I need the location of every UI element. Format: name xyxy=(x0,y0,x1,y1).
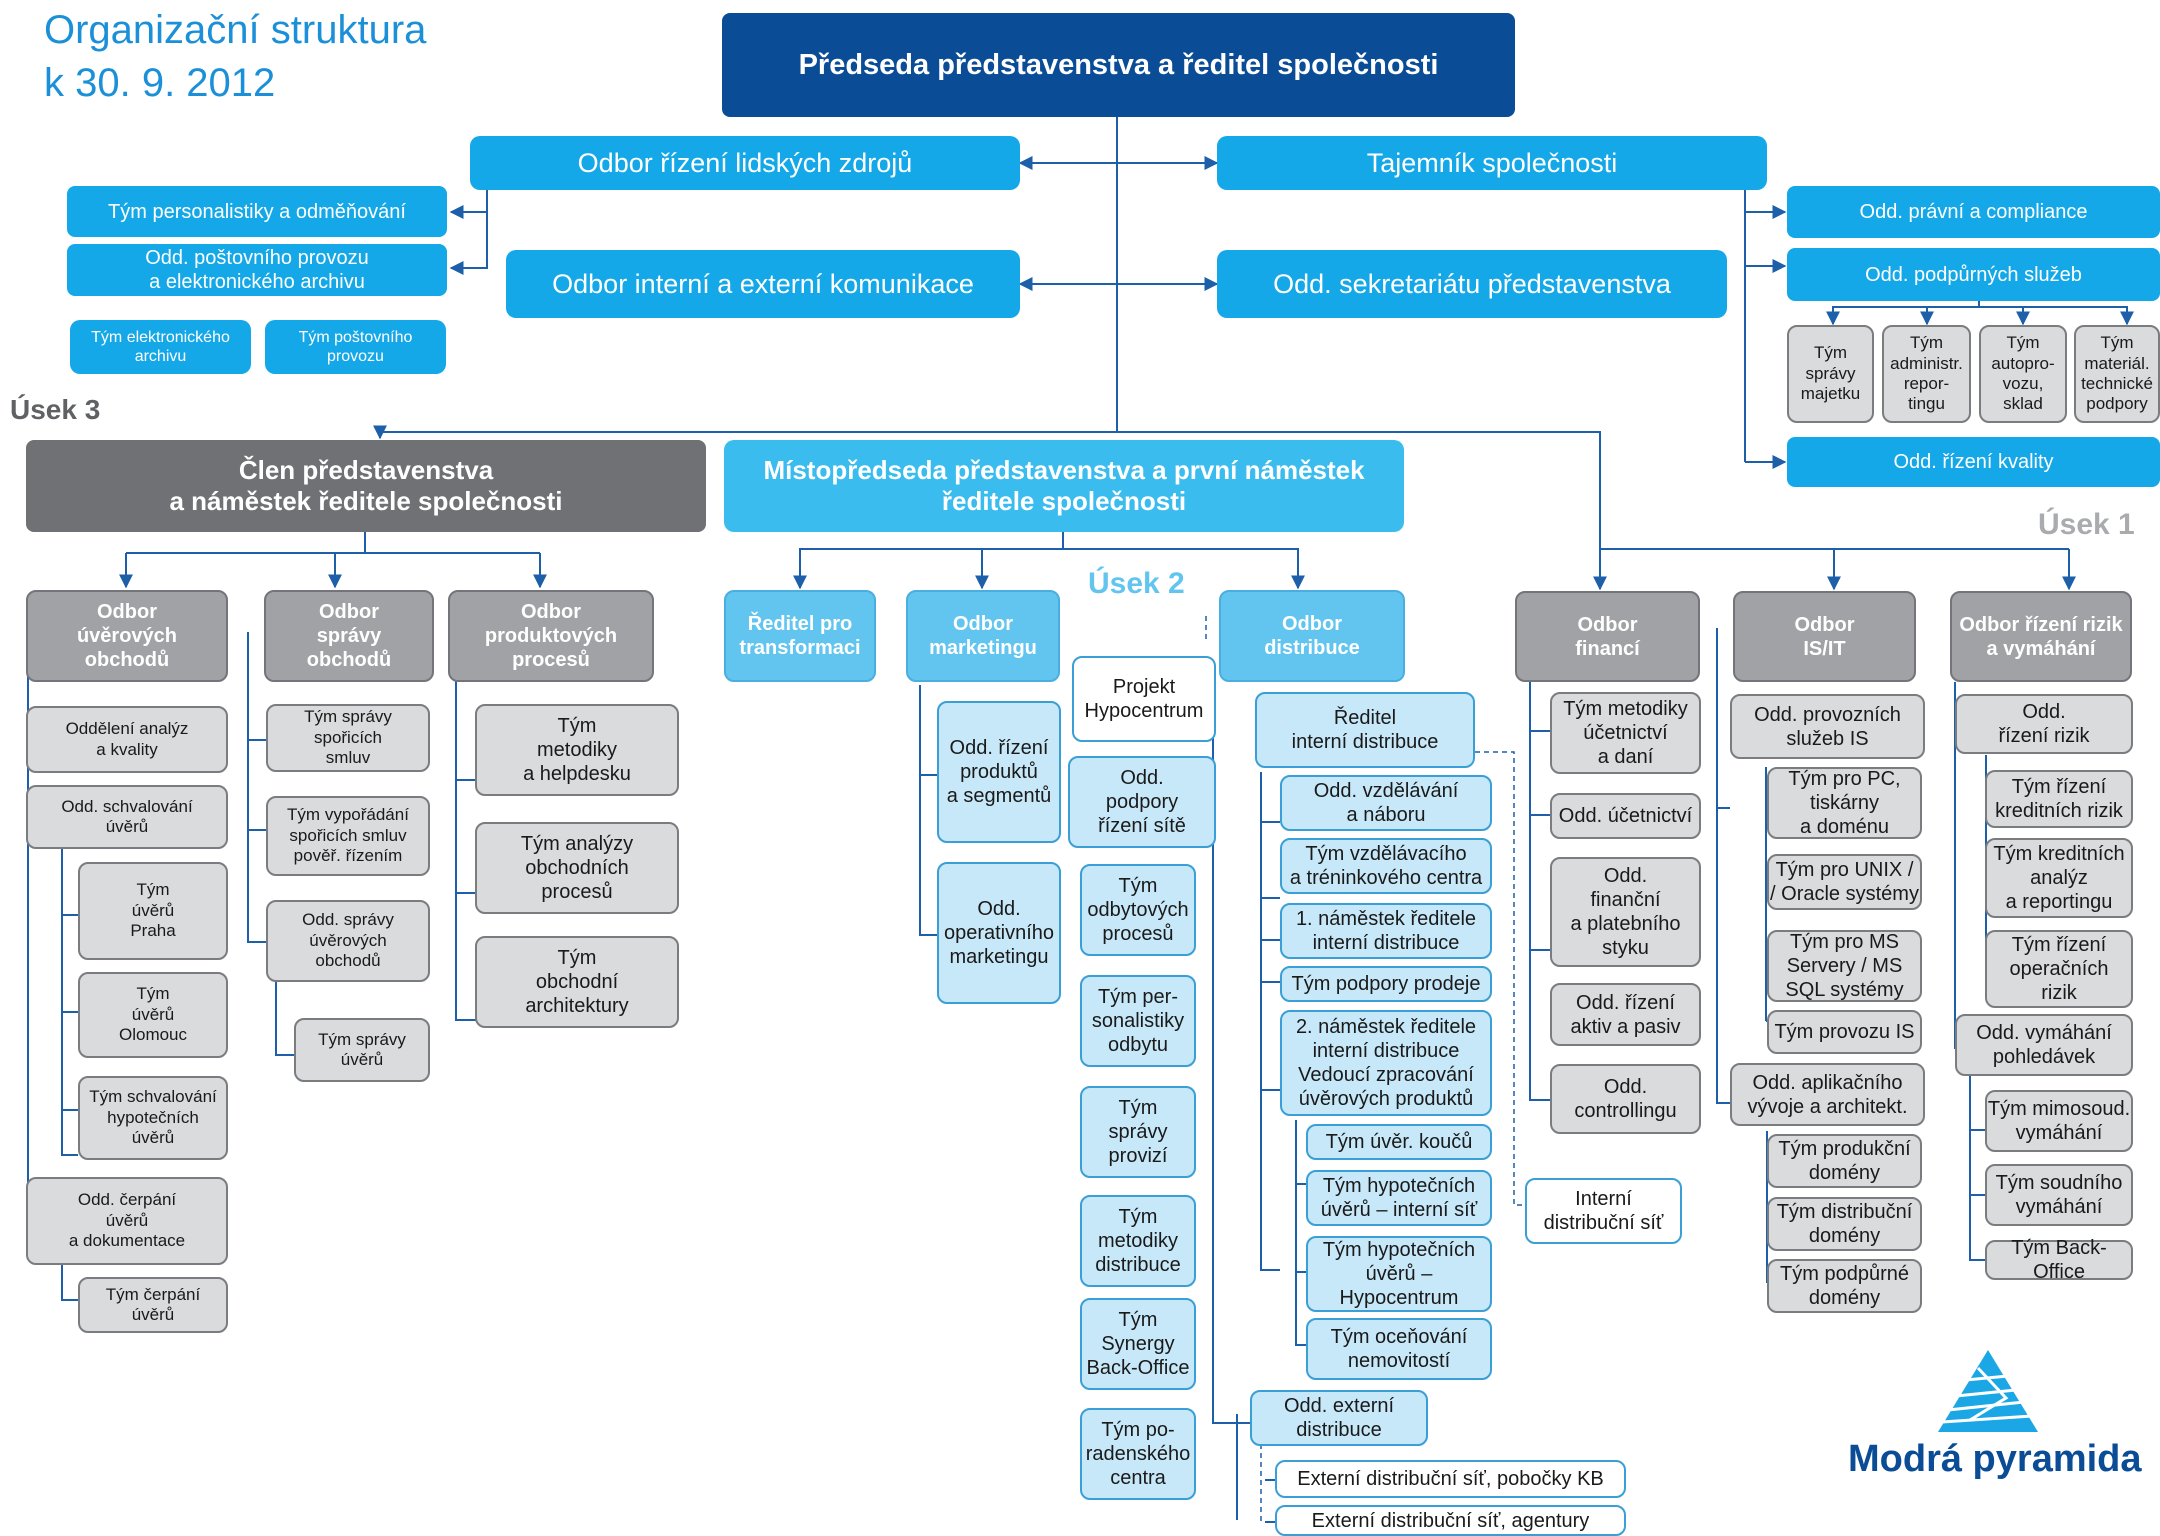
node-transformation: Ředitel pro transformaci xyxy=(724,590,876,682)
node-internal-distribution-director: Ředitel interní distribuce xyxy=(1255,692,1475,768)
node-products-dept: Odbor produktových procesů xyxy=(448,590,654,682)
node-team-savings-admin: Tým správy spořicích smluv xyxy=(266,704,430,772)
node-vice-chairman: Místopředseda představenstva a první nám… xyxy=(724,440,1404,532)
node-operative-marketing: Odd. operativního marketingu xyxy=(937,862,1061,1004)
node-controlling: Odd. controllingu xyxy=(1550,1064,1701,1134)
node-product-segment-mgmt: Odd. řízení produktů a segmentů xyxy=(937,701,1061,843)
node-board-member: Člen představenstva a náměstek ředitele … xyxy=(26,440,706,532)
brand-logo: Modrá pyramida xyxy=(1838,1346,2142,1486)
node-internal-network: Interní distribuční síť xyxy=(1525,1178,1682,1244)
node-risk: Odbor řízení rizik a vymáhání xyxy=(1950,591,2132,682)
node-team-support-domain: Tým podpůrné domény xyxy=(1767,1259,1922,1313)
node-hr: Odbor řízení lidských zdrojů xyxy=(470,136,1020,190)
section-label-usek2: Úsek 2 xyxy=(1088,567,1185,600)
node-finance: Odbor financí xyxy=(1515,591,1700,682)
node-hr-personnel: Tým personalistiky a odměňování xyxy=(67,186,447,237)
node-team-process-analysis: Tým analýzy obchodních procesů xyxy=(475,822,679,914)
node-team-unix: Tým pro UNIX / / Oracle systémy xyxy=(1767,854,1922,910)
node-team-synergy: Tým Synergy Back-Office xyxy=(1080,1298,1196,1390)
node-post: Odd. poštovního provozu a elektronického… xyxy=(67,244,447,296)
node-hypocentrum-project: Projekt Hypocentrum xyxy=(1072,656,1216,742)
page-title: Organizační struktura k 30. 9. 2012 xyxy=(44,8,427,106)
node-network-support: Odd. podpory řízení sítě xyxy=(1068,756,1216,848)
pyramid-icon xyxy=(1938,1350,2038,1432)
node-credit-drawing: Odd. čerpání úvěrů a dokumentace xyxy=(26,1177,228,1265)
node-external-kb: Externí distribuční síť, pobočky KB xyxy=(1275,1460,1626,1498)
node-alm: Odd. řízení aktiv a pasiv xyxy=(1550,983,1701,1046)
node-ceo: Předseda představenstva a ředitel společ… xyxy=(722,13,1515,117)
node-support-team-3: Tým autopro- vozu, sklad xyxy=(1979,325,2067,423)
node-distribution: Odbor distribuce xyxy=(1219,590,1405,682)
node-team-is-ops: Tým provozu IS xyxy=(1767,1010,1922,1054)
node-board-sec: Odd. sekretariátu představenstva xyxy=(1217,250,1727,318)
node-earchive: Tým elektronického archivu xyxy=(70,320,251,374)
node-team-savings-settlement: Tým vypořádání spořicích smluv pověř. ří… xyxy=(266,796,430,876)
node-team-credit-risk: Tým řízení kreditních rizik xyxy=(1985,770,2133,828)
node-team-back-office: Tým Back-Office xyxy=(1985,1237,2133,1283)
node-support-team-2: Tým administr. repor- tingu xyxy=(1882,325,1971,423)
node-team-mortgage-approval: Tým schvalování hypotečních úvěrů xyxy=(78,1076,228,1160)
node-team-distribution-domain: Tým distribuční domény xyxy=(1767,1197,1922,1251)
node-credit-analysis: Oddělení analýz a kvality xyxy=(26,706,228,773)
node-postprov: Tým poštovního provozu xyxy=(265,320,446,374)
node-savings-dept: Odbor správy obchodů xyxy=(264,590,434,682)
node-second-deputy: 2. náměstek ředitele interní distribuce … xyxy=(1280,1010,1492,1116)
node-external-distribution: Odd. externí distribuce xyxy=(1250,1390,1428,1446)
node-quality: Odd. řízení kvality xyxy=(1787,437,2160,487)
node-team-loan-admin: Tým správy úvěrů xyxy=(294,1018,430,1082)
node-loan-admin: Odd. správy úvěrových obchodů xyxy=(266,900,430,982)
node-team-production-domain: Tým produkční domény xyxy=(1767,1134,1922,1188)
node-team-business-architecture: Tým obchodní architektury xyxy=(475,936,679,1028)
node-support-team-4: Tým materiál. technické podpory xyxy=(2074,325,2160,423)
node-credit-dept: Odbor úvěrových obchodů xyxy=(26,590,228,682)
node-team-sales-hr: Tým per- sonalistiky odbytu xyxy=(1080,975,1196,1067)
node-app-development: Odd. aplikačního vývoje a architekt. xyxy=(1730,1063,1925,1126)
node-external-agencies: Externí distribuční síť, agentury xyxy=(1275,1505,1626,1536)
section-label-usek3: Úsek 3 xyxy=(10,394,101,425)
node-team-ms: Tým pro MS Servery / MS SQL systémy xyxy=(1767,930,1922,1002)
node-support: Odd. podpůrných služeb xyxy=(1787,248,2160,301)
node-team-pc: Tým pro PC, tiskárny a doménu xyxy=(1767,767,1922,839)
node-team-drawing: Tým čerpání úvěrů xyxy=(78,1277,228,1333)
node-team-accounting-methodology: Tým metodiky účetnictví a daní xyxy=(1550,692,1701,774)
node-first-deputy: 1. náměstek ředitele interní distribuce xyxy=(1280,903,1492,959)
node-training-recruitment: Odd. vzdělávání a náboru xyxy=(1280,775,1492,831)
node-support-team-1: Tým správy majetku xyxy=(1787,325,1874,423)
node-it-operations: Odd. provozních služeb IS xyxy=(1730,694,1925,759)
node-legal: Odd. právní a compliance xyxy=(1787,186,2160,238)
node-team-loan-coaches: Tým úvěr. koučů xyxy=(1306,1124,1492,1160)
node-team-mortgage-internal: Tým hypotečních úvěrů – interní síť xyxy=(1306,1170,1492,1226)
node-it: Odbor IS/IT xyxy=(1733,591,1916,682)
node-team-mortgage-hypocentrum: Tým hypotečních úvěrů – Hypocentrum xyxy=(1306,1236,1492,1312)
brand-name: Modrá pyramida xyxy=(1848,1438,2142,1480)
node-team-methodology: Tým metodiky a helpdesku xyxy=(475,704,679,796)
node-team-operational-risk: Tým řízení operačních rizik xyxy=(1985,930,2133,1008)
node-payments: Odd. finanční a platebního styku xyxy=(1550,857,1701,967)
node-risk-management: Odd. řízení rizik xyxy=(1955,694,2133,754)
node-team-credit-analysis: Tým kreditních analýz a reportingu xyxy=(1985,838,2133,918)
node-team-commissions: Tým správy provizí xyxy=(1080,1086,1196,1178)
section-label-usek1: Úsek 1 xyxy=(2038,508,2135,541)
node-team-olomouc: Tým úvěrů Olomouc xyxy=(78,972,228,1058)
node-marketing: Odbor marketingu xyxy=(906,590,1060,682)
node-team-sales-support: Tým podpory prodeje xyxy=(1280,966,1492,1002)
node-team-sales-processes: Tým odbytových procesů xyxy=(1080,864,1196,956)
node-team-out-of-court: Tým mimosoud. vymáhání xyxy=(1985,1090,2133,1152)
node-team-advisory-centre: Tým po- radenského centra xyxy=(1080,1408,1196,1500)
node-collections: Odd. vymáhání pohledávek xyxy=(1955,1014,2133,1076)
node-team-training-centre: Tým vzdělávacího a tréninkového centra xyxy=(1280,838,1492,894)
node-credit-approval: Odd. schvalování úvěrů xyxy=(26,785,228,849)
node-accounting: Odd. účetnictví xyxy=(1550,793,1701,839)
node-comm: Odbor interní a externí komunikace xyxy=(506,250,1020,318)
node-team-valuation: Tým oceňování nemovitostí xyxy=(1306,1318,1492,1380)
node-secretary: Tajemník společnosti xyxy=(1217,136,1767,190)
node-team-court: Tým soudního vymáhání xyxy=(1985,1164,2133,1226)
node-team-praha: Tým úvěrů Praha xyxy=(78,862,228,960)
node-team-distribution-methodology: Tým metodiky distribuce xyxy=(1080,1195,1196,1287)
